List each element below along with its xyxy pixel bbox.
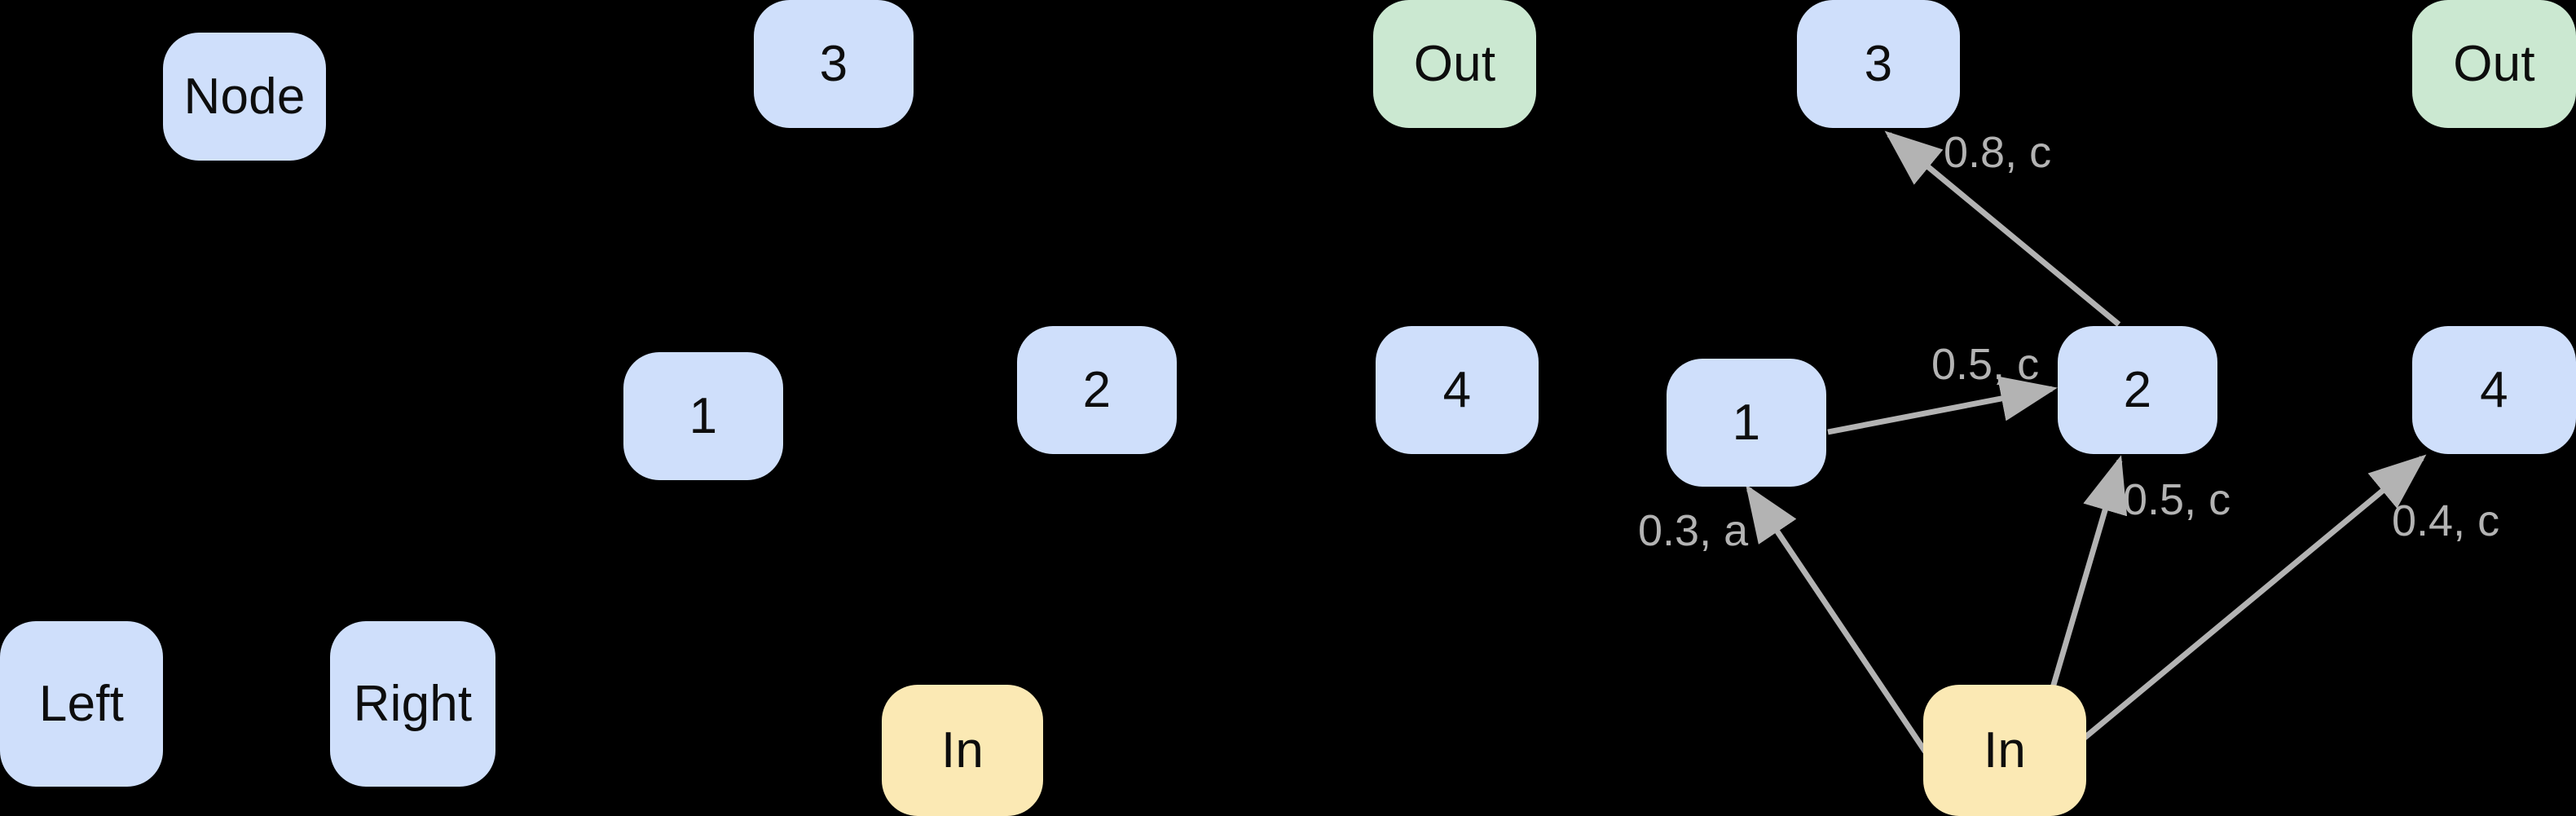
graph-edge-in-to-1 <box>1746 484 1942 774</box>
graph-node-l-1[interactable]: 1 <box>623 352 783 480</box>
graph-node-l-out[interactable]: Out <box>1373 0 1536 128</box>
graph-node-label: Out <box>1413 35 1496 92</box>
graph-node-r-out[interactable]: Out <box>2412 0 2576 128</box>
graph-node-label: 2 <box>2123 361 2152 418</box>
graph-node-r-in[interactable]: In <box>1923 685 2086 816</box>
graph-node-l-2[interactable]: 2 <box>1017 326 1177 454</box>
graph-node-legend-node[interactable]: Node <box>163 33 326 161</box>
graph-node-label: 3 <box>819 35 848 92</box>
graph-node-label: In <box>1983 721 2027 779</box>
graph-node-label: Node <box>183 68 306 125</box>
graph-node-label: 1 <box>689 387 718 444</box>
graph-edge-in-to-4-label: 0.4, c <box>2392 496 2500 545</box>
graph-node-r-4[interactable]: 4 <box>2412 326 2576 454</box>
graph-edge-2-to-3-label: 0.8, c <box>1944 128 2052 177</box>
graph-node-r-3[interactable]: 3 <box>1797 0 1960 128</box>
graph-node-label: 4 <box>1442 361 1472 418</box>
graph-node-l-4[interactable]: 4 <box>1376 326 1539 454</box>
graph-node-label: 3 <box>1864 35 1893 92</box>
graph-node-r-2[interactable]: 2 <box>2058 326 2217 454</box>
graph-node-legend-right[interactable]: Right <box>330 621 495 787</box>
graph-edge-in-to-1-label: 0.3, a <box>1638 506 1749 555</box>
graph-node-legend-left[interactable]: Left <box>0 621 163 787</box>
graph-node-label: Right <box>353 675 473 732</box>
graph-node-label: Out <box>2453 35 2535 92</box>
graph-edge-in-to-2-label: 0.5, c <box>2123 475 2231 524</box>
graph-node-l-3[interactable]: 3 <box>754 0 914 128</box>
graph-node-label: Left <box>38 675 125 732</box>
graph-node-label: 2 <box>1082 361 1112 418</box>
graph-node-r-1[interactable]: 1 <box>1667 359 1826 487</box>
graph-edge-1-to-2 <box>1827 376 2058 435</box>
graph-node-label: In <box>940 721 984 779</box>
graph-node-l-in[interactable]: In <box>882 685 1043 816</box>
graph-node-label: 1 <box>1732 394 1761 451</box>
graph-edge-1-to-2-label: 0.5, c <box>1931 340 2040 389</box>
graph-node-label: 4 <box>2480 361 2508 418</box>
